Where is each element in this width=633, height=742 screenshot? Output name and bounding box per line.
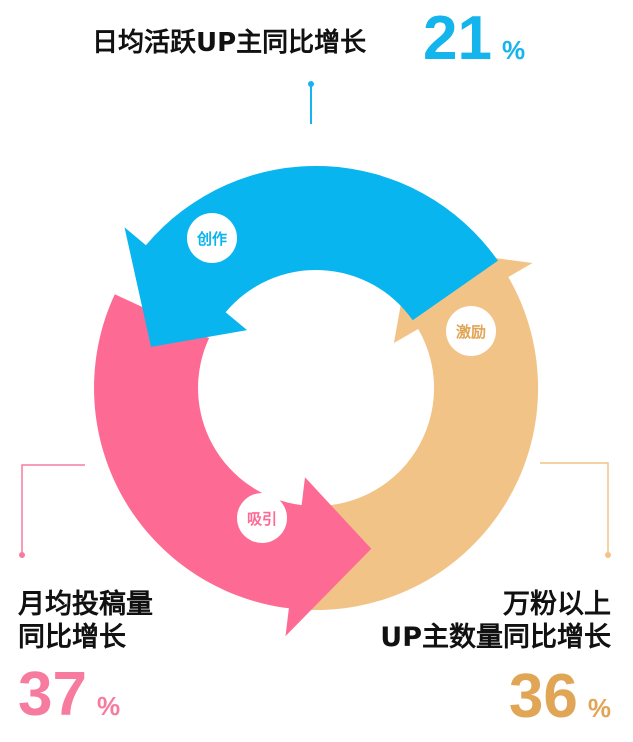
arrow-create (124, 165, 498, 347)
left-connector (19, 464, 85, 558)
top-connector (308, 81, 314, 124)
top-unit: % (501, 35, 526, 65)
top-stat-value: 21% (423, 8, 525, 70)
left-stat-value: 37% (18, 664, 120, 726)
left-line1: 月均投稿量 (18, 589, 153, 620)
left-stat-label: 月均投稿量 同比增长 (18, 588, 153, 654)
create-badge (187, 213, 237, 263)
right-line1: 万粉以上 (503, 589, 611, 620)
top-value: 21 (423, 4, 492, 73)
attract-label: 吸引 (247, 510, 277, 528)
right-line2: UP主数量同比增长 (380, 622, 611, 653)
right-connector (540, 462, 611, 558)
incentive-badge (446, 306, 496, 356)
attract-badge (237, 493, 287, 543)
left-unit: % (96, 691, 121, 721)
incentive-label: 激励 (456, 323, 486, 341)
arrow-attract (94, 294, 372, 637)
right-value: 36 (508, 662, 578, 731)
left-value: 37 (18, 660, 87, 729)
create-label: 创作 (196, 230, 227, 248)
top-stat-label: 日均活跃UP主同比增长 (92, 28, 367, 58)
right-unit: % (587, 693, 611, 723)
right-stat-label: 万粉以上 UP主数量同比增长 (380, 588, 611, 654)
left-line2: 同比增长 (18, 622, 126, 653)
right-stat-value: 36% (509, 666, 611, 728)
